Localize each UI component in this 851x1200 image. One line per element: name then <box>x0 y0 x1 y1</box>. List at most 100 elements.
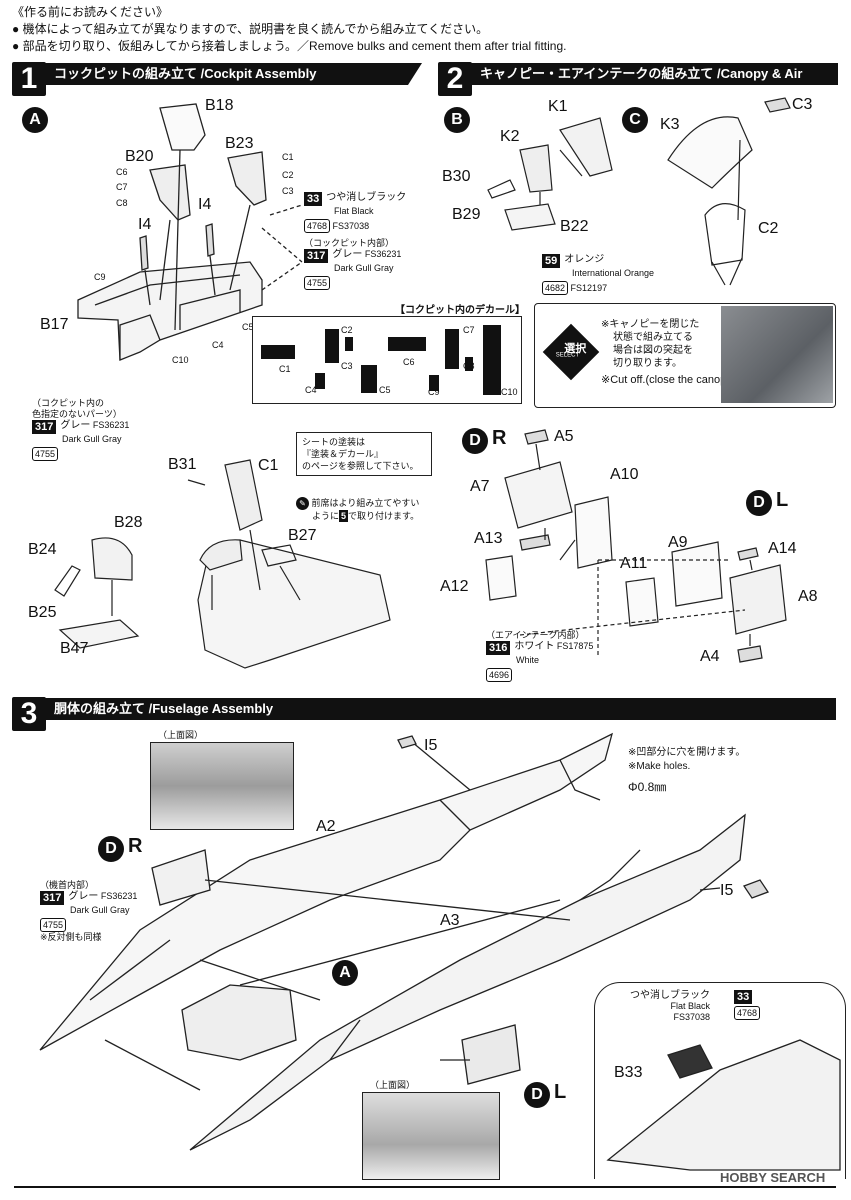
note-line: ● 機体によって組み立てが異なりますので、説明書を良く読んでから組み立てください… <box>12 22 489 36</box>
decal-c7-label: C7 <box>116 182 128 192</box>
side-right-label: R <box>492 427 507 449</box>
note-line: ※凹部分に穴を開けます。 <box>628 747 746 758</box>
paint-box-code: 4755 <box>32 447 59 461</box>
paint-number: 33 <box>304 192 323 206</box>
paint-name-en: White <box>516 655 540 665</box>
paint-name-en: Dark Gull Gray <box>70 905 130 915</box>
step-3-header: 胴体の組み立て /Fuselage Assembly <box>14 698 836 720</box>
hole-diameter: Φ0.8㎜ <box>628 780 667 794</box>
part-i4-label: I4 <box>198 196 212 213</box>
note-line: ● 部品を切り取り、仮組みしてから接着しましょう。／Remove bulks a… <box>12 39 567 53</box>
paint-note: （コクピット内の <box>32 398 105 408</box>
decal-label: C8 <box>463 361 475 371</box>
note-line: ※キャノピーを閉じた <box>601 319 700 330</box>
part-k2-label: K2 <box>500 128 520 145</box>
part-a12-label: A12 <box>440 578 469 595</box>
paint-box-code: 4755 <box>40 918 67 932</box>
pen-icon: ✎ <box>296 497 309 510</box>
decal-label: C3 <box>341 361 353 371</box>
sub-step-d-marker: D <box>462 428 488 454</box>
sub-step-a-marker: A <box>22 107 48 133</box>
part-a4-label: A4 <box>700 648 720 665</box>
paint-name-en: Flat Black <box>670 1001 710 1011</box>
make-holes-note: ※凹部分に穴を開けます。 ※Make holes. Φ0.8㎜ <box>628 746 745 794</box>
decal-c2-label: C2 <box>282 170 294 180</box>
paint-number: 316 <box>486 641 511 655</box>
sub-step-d-marker: D <box>746 490 772 516</box>
decal-artwork <box>261 325 501 395</box>
b33-inset-panel <box>594 982 846 1179</box>
step-2-title: キャノピー・エアインテークの組み立て /Canopy & Air Intake … <box>480 66 803 103</box>
paint-box-code: 4768 <box>304 219 331 233</box>
part-b28-label: B28 <box>114 514 143 531</box>
side-right-label: R <box>128 835 143 857</box>
paint-fs-code: FS17875 <box>556 641 594 651</box>
part-b22-label: B22 <box>560 218 589 235</box>
paint-fs-code: FS37038 <box>673 1012 710 1022</box>
note-line: ように <box>312 511 340 521</box>
step-2-header: キャノピー・エアインテークの組み立て /Canopy & Air Intake … <box>440 63 838 103</box>
paint-number: 59 <box>542 254 561 268</box>
paint-fs-code: FS12197 <box>570 283 608 293</box>
decal-c9-label: C9 <box>94 272 106 282</box>
select-badge: 選択 SELECT <box>542 323 600 381</box>
paint-name-en: International Orange <box>572 268 655 278</box>
part-k1-label: K1 <box>548 98 568 115</box>
paint-number-box: 33 4768 <box>734 990 761 1020</box>
paint-name-jp: ホワイト <box>514 641 555 652</box>
decal-label: C4 <box>305 385 317 395</box>
paint-name-jp: オレンジ <box>564 254 605 265</box>
step-3-title: 胴体の組み立て /Fuselage Assembly <box>54 701 274 716</box>
paint-fs-code: FS36231 <box>100 891 138 901</box>
part-a3-label: A3 <box>440 912 460 929</box>
part-a14-label: A14 <box>768 540 797 557</box>
paint-note: （機首内部） <box>40 880 95 890</box>
paint-callout-33-b33: つや消しブラック Flat Black FS37038 <box>630 990 710 1023</box>
part-b27-label: B27 <box>288 527 317 544</box>
part-b20-label: B20 <box>125 148 154 165</box>
paint-name-jp: グレー <box>60 420 91 431</box>
note-line: 《作る前にお読みください》 <box>12 5 169 19</box>
part-a10-label: A10 <box>610 466 639 483</box>
step-3-number: 3 <box>12 697 46 731</box>
paint-name-en: Flat Black <box>334 206 374 216</box>
paint-number: 317 <box>304 249 329 263</box>
paint-name-jp: グレー <box>68 891 99 902</box>
step-1-header: コックピットの組み立て /Cockpit Assembly <box>14 63 422 85</box>
cockpit-decal-panel: C2 C7 C1 C3 C6 C8 C4 C5 C9 C10 <box>252 316 522 404</box>
watermark: HOBBY SEARCH <box>720 1170 826 1185</box>
part-a2-label: A2 <box>316 818 336 835</box>
step-2-number: 2 <box>438 62 472 96</box>
part-b23-label: B23 <box>225 135 254 152</box>
decal-panel-title: 【コクピット内のデカール】 <box>395 305 525 316</box>
paint-number: 317 <box>40 891 65 905</box>
note-line: のページを参照して下さい。 <box>302 461 419 471</box>
part-k3-label: K3 <box>660 116 680 133</box>
top-view-label: （上面図） <box>158 730 204 740</box>
instruction-notes: 《作る前にお読みください》 ● 機体によって組み立てが異なりますので、説明書を良… <box>12 4 566 55</box>
note-line: 場合は図の突起を <box>613 345 693 356</box>
paint-name-jp: つや消しブラック <box>326 192 407 203</box>
step-ref-badge: 5 <box>339 510 349 522</box>
top-view-photo <box>150 742 294 830</box>
part-a9-label: A9 <box>668 534 688 551</box>
paint-box-code: 4768 <box>734 1006 761 1020</box>
decal-label: C9 <box>428 387 440 397</box>
decal-c5-label: C5 <box>242 322 254 332</box>
part-i5-label: I5 <box>720 882 734 899</box>
paint-note: （エアインテーク内部） <box>486 630 585 640</box>
paint-fs-code: FS36231 <box>364 249 402 259</box>
part-b18-label: B18 <box>205 97 234 114</box>
side-left-label: L <box>554 1081 567 1103</box>
decal-c6-label: C6 <box>116 167 128 177</box>
decal-label: C6 <box>403 357 415 367</box>
sub-step-d-marker: D <box>524 1082 550 1108</box>
paint-number: 33 <box>734 990 753 1004</box>
note-line: 切り取ります。 <box>613 358 682 369</box>
